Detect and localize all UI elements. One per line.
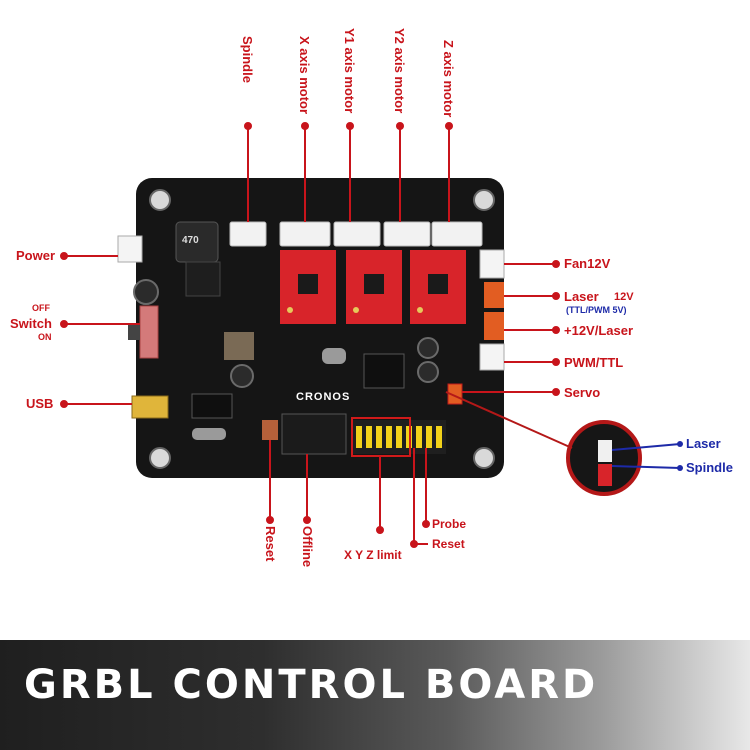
power-inductor — [224, 332, 254, 360]
capacitors — [133, 279, 439, 388]
board-diagram — [60, 122, 683, 548]
label-laser-sub: (TTL/PWM 5V) — [566, 305, 627, 315]
label-laser-voltage: 12V — [614, 291, 634, 303]
crystal-2 — [192, 428, 226, 440]
label-offline: Offline — [300, 526, 315, 568]
fan-connector — [479, 249, 505, 279]
label-y2-axis-motor: Y2 axis motor — [392, 28, 407, 114]
limit-pins — [356, 426, 442, 448]
power-jack — [117, 235, 143, 263]
brand-logo: CRONOS — [296, 391, 351, 403]
laser-connector-1 — [484, 282, 504, 308]
inset-pointer — [445, 391, 573, 449]
power-switch — [139, 305, 159, 359]
label-power: Power — [16, 248, 56, 263]
label-off: OFF — [32, 303, 50, 313]
pwm-connector — [479, 343, 505, 371]
label-fan: Fan12V — [564, 256, 611, 271]
label-xyz-limit: X Y Z limit — [344, 548, 402, 562]
label-pwm-ttl: PWM/TTL — [564, 355, 624, 370]
servo-jumper — [447, 383, 463, 405]
y2-motor-connector — [383, 221, 431, 247]
label-12v-laser: +12V/Laser — [564, 323, 634, 338]
label-x-axis-motor: X axis motor — [297, 36, 312, 115]
y1-motor-connector — [333, 221, 381, 247]
mcu-chip — [363, 353, 405, 389]
label-probe: Probe — [432, 517, 467, 531]
label-inset-laser: Laser — [686, 436, 721, 451]
mounting-holes — [149, 189, 495, 469]
label-reset-right: Reset — [432, 537, 465, 551]
label-z-axis-motor: Z axis motor — [441, 40, 456, 118]
label-switch: Switch — [10, 316, 52, 331]
inductor-marking: 470 — [182, 235, 199, 246]
label-usb: USB — [26, 396, 54, 411]
usb-port — [131, 395, 169, 419]
x-motor-connector — [279, 221, 331, 247]
label-on: ON — [38, 332, 52, 342]
stepper-drivers — [280, 250, 466, 324]
z-motor-connector — [431, 221, 483, 247]
top-connectors — [229, 221, 483, 247]
spindle-connector — [229, 221, 267, 247]
label-inset-spindle: Spindle — [686, 460, 733, 475]
leader-lines — [60, 122, 560, 548]
label-spindle: Spindle — [240, 36, 255, 83]
label-laser: Laser — [564, 289, 599, 304]
laser-connector-2 — [484, 312, 504, 340]
title-banner: GRBL CONTROL BOARD — [0, 640, 750, 750]
usb-chip — [191, 393, 233, 419]
reset-button — [262, 420, 278, 440]
crystal — [322, 348, 346, 364]
label-servo: Servo — [564, 385, 601, 400]
banner-title: GRBL CONTROL BOARD — [24, 662, 599, 708]
label-y1-axis-motor: Y1 axis motor — [342, 28, 357, 114]
label-reset-left: Reset — [263, 526, 278, 562]
offline-header — [281, 413, 347, 455]
